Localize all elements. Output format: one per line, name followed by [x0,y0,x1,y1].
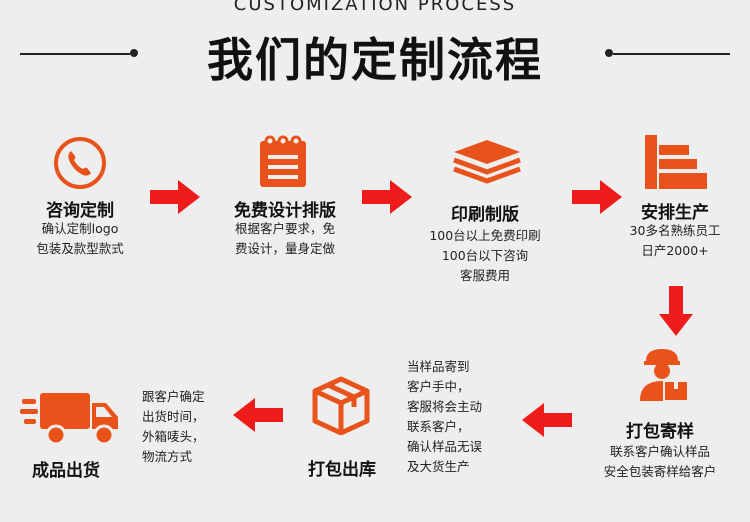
step-title-design: 免费设计排版 [234,201,336,221]
ship-note-text: 跟客户确定 出货时间， 外箱唛头， 物流方式 [142,389,205,464]
page-title: 我们的定制流程 [207,33,543,87]
box-icon [311,375,371,435]
arrow-right-icon [362,180,412,214]
step-desc-print: 100台以上免费印刷 100台以下咨询 客服费用 [429,228,541,283]
step-title-pack-out: 打包出库 [308,460,376,480]
header-left-line [20,53,130,55]
step-title-produce: 安排生产 [641,203,709,223]
step-title-ship: 成品出货 [32,461,100,481]
header-left-dot [130,49,138,57]
sample-note-text: 当样品寄到 客户手中， 客服将会主动 联系客户， 确认样品无误 及大货生产 [407,359,483,474]
step-desc-sample: 联系客户确认样品 安全包装寄样给客户 [603,444,717,479]
step-desc-consult: 确认定制logo 包装及款型款式 [36,221,124,256]
arrow-left-icon [522,403,572,437]
arrow-down-icon [659,286,693,336]
step-desc-design: 根据客户要求，免 费设计，量身定做 [234,221,335,256]
worker-box-icon [636,347,690,403]
notepad-icon [257,133,309,189]
step-title-print: 印刷制版 [451,205,519,225]
phone-icon [52,135,108,191]
step-title-consult: 咨询定制 [46,201,114,221]
header-right-dot [605,49,613,57]
arrow-right-icon [150,180,200,214]
header-subtitle: CUSTOMIZATION PROCESS [233,0,517,15]
arrow-left-icon [233,398,283,432]
arrow-right-icon [572,180,622,214]
step-desc-produce: 30多名熟练员工 日产2000+ [629,223,721,258]
header-right-line [613,53,730,55]
paper-stack-icon [452,138,522,188]
production-icon [643,133,709,191]
truck-icon [20,385,120,447]
step-title-sample: 打包寄样 [626,422,694,442]
